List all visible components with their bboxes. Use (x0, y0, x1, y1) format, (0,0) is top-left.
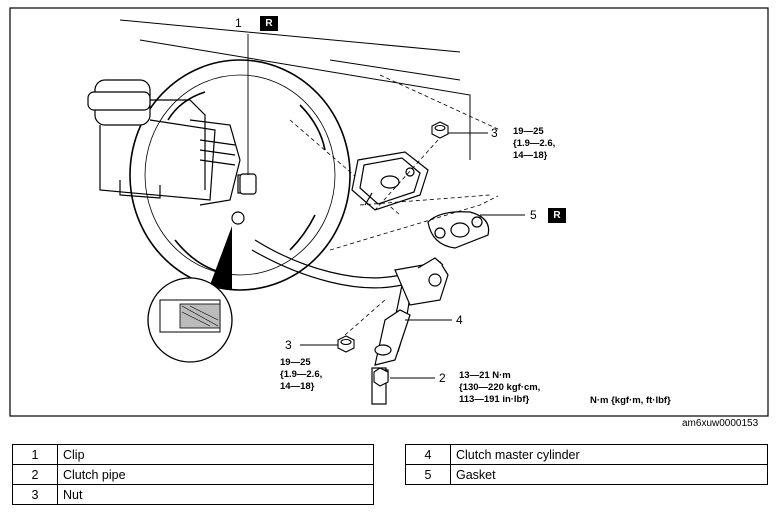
callout-2: 2 (439, 371, 446, 385)
legend-table-left: 1 Clip 2 Clutch pipe 3 Nut (12, 444, 374, 505)
legend-row: 4 Clutch master cylinder (405, 444, 768, 465)
diagram-frame (9, 7, 769, 417)
callout-3-lower: 3 (285, 338, 292, 352)
torque-units: N·m {kgf·m, ft·lbf} (590, 395, 671, 406)
clip-part (231, 173, 257, 225)
torque-nut-lower: 19—25 {1.9—2.6, 14—18} (280, 357, 323, 392)
legend-row: 5 Gasket (405, 464, 768, 485)
callout-5: 5 (530, 208, 537, 222)
legend-num: 5 (405, 464, 451, 485)
callout-1: 1 (235, 16, 242, 30)
body-panel (119, 19, 471, 160)
legend-num: 2 (12, 464, 58, 485)
leader-lines (300, 132, 525, 379)
master-cylinder-assembly (87, 79, 253, 206)
legend-name: Clutch pipe (57, 464, 374, 485)
legend-num: 1 (12, 444, 58, 465)
legend-row: 1 Clip (12, 444, 374, 465)
legend-num: 4 (405, 444, 451, 465)
legend-row: 2 Clutch pipe (12, 464, 374, 485)
nut-upper (431, 121, 449, 139)
reference-code: am6xuw0000153 (682, 418, 759, 429)
gasket-part (427, 211, 490, 249)
torque-pipe: 13—21 N·m {130—220 kgf·cm, 113—191 in·lb… (459, 370, 541, 405)
flare-nut (373, 367, 389, 387)
legend-name: Clutch master cylinder (450, 444, 768, 465)
legend-row: 3 Nut (12, 484, 374, 505)
callout-3-upper: 3 (491, 126, 498, 140)
replace-badge-5: R (548, 208, 566, 223)
mounting-plate (351, 151, 429, 211)
detail-inset (147, 226, 233, 363)
legend-name: Gasket (450, 464, 768, 485)
clutch-master-cylinder (374, 257, 449, 366)
legend-num: 3 (12, 484, 58, 505)
brake-booster (129, 59, 351, 291)
alignment-lines (329, 139, 499, 336)
legend-name: Nut (57, 484, 374, 505)
replace-badge-1: R (260, 16, 278, 31)
torque-nut-upper: 19—25 {1.9—2.6, 14—18} (513, 126, 556, 161)
callout-4: 4 (456, 313, 463, 327)
nut-lower (337, 335, 355, 353)
legend-table-right: 4 Clutch master cylinder 5 Gasket (405, 444, 768, 485)
legend-name: Clip (57, 444, 374, 465)
